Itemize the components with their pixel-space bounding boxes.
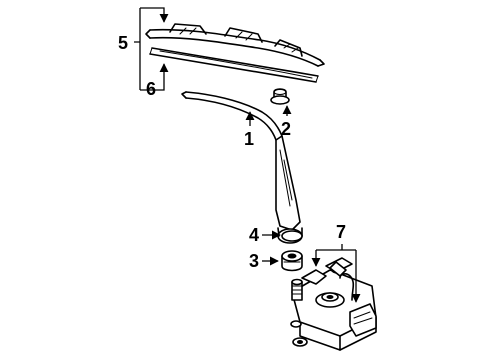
callout-1: 1 [244,111,255,149]
callout-4: 4 [249,225,281,245]
arm-cap [270,88,290,105]
callout-label-6: 6 [146,79,156,99]
callout-label-3: 3 [249,251,259,271]
callout-2: 2 [281,105,292,139]
wiper-blade-assembly [145,23,325,67]
pivot-nut [281,230,303,242]
callout-label-2: 2 [281,119,291,139]
wiper-motor [290,257,377,351]
blade-insert [149,47,319,83]
callout-label-1: 1 [244,129,254,149]
callout-6: 6 [140,63,169,99]
pivot-bushing [281,250,303,272]
callout-5: 5 [118,7,164,90]
callout-7: 7 [316,222,361,303]
wiper-arm [181,91,303,244]
callout-label-5: 5 [118,33,128,53]
callout-3: 3 [249,251,279,271]
callout-label-4: 4 [249,225,259,245]
callout-label-7: 7 [336,222,346,242]
